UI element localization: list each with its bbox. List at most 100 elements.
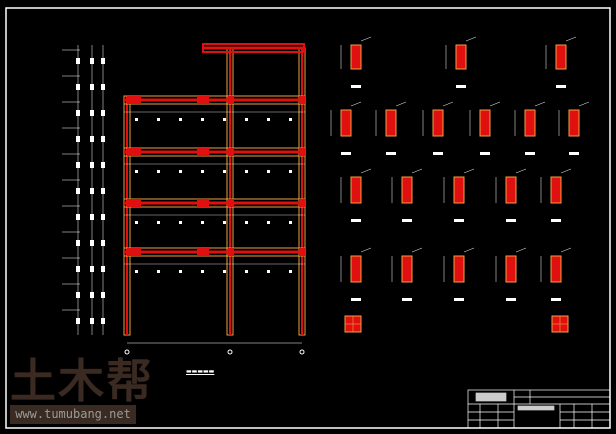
axis-mark: [90, 318, 94, 324]
tag: [157, 170, 160, 173]
beam-joint: [127, 199, 141, 207]
frame-elevation: [123, 43, 306, 355]
axis-mark: [101, 162, 105, 168]
axis-mark: [90, 58, 94, 64]
tag: [179, 118, 182, 121]
section-label: [351, 298, 361, 301]
axis-mark: [101, 136, 105, 142]
leader: [395, 101, 407, 107]
tag: [201, 270, 204, 273]
section-outline: [550, 255, 562, 283]
section-outline: [550, 176, 562, 204]
tag: [201, 118, 204, 121]
tag: [179, 221, 182, 224]
section-outline: [432, 109, 444, 137]
tag: [135, 170, 138, 173]
section-label: [556, 85, 566, 88]
tag: [157, 270, 160, 273]
section-label: [454, 298, 464, 301]
beam-sections: [330, 36, 590, 333]
axis-mark: [101, 240, 105, 246]
tag: [245, 270, 248, 273]
leader: [463, 168, 475, 174]
section-label: [551, 298, 561, 301]
tag: [223, 118, 226, 121]
axis-mark: [101, 266, 105, 272]
tag: [245, 118, 248, 121]
tag: [267, 221, 270, 224]
section-outline: [453, 176, 465, 204]
section-outline: [455, 44, 467, 70]
tag: [223, 170, 226, 173]
leader: [360, 36, 372, 42]
tag: [289, 221, 292, 224]
leader: [565, 36, 577, 42]
axis-mark: [76, 318, 80, 324]
beam-joint: [299, 199, 305, 207]
leader: [578, 101, 590, 107]
section-outline: [453, 255, 465, 283]
section-outline: [385, 109, 397, 137]
section-outline: [401, 255, 413, 283]
section-outline: [479, 109, 491, 137]
axis-mark: [90, 292, 94, 298]
section-label: [386, 152, 396, 155]
beam-joint: [299, 96, 305, 104]
beam-joint: [197, 148, 209, 156]
tag: [135, 221, 138, 224]
axis-mark: [101, 214, 105, 220]
section-label: [569, 152, 579, 155]
beam-joint: [299, 148, 305, 156]
section-outline: [350, 44, 362, 70]
beam-joint: [197, 96, 209, 104]
section-label: [341, 152, 351, 155]
axis-mark: [76, 58, 80, 64]
leader: [411, 168, 423, 174]
axis-bubble: [124, 349, 130, 355]
tag: [289, 118, 292, 121]
axis-mark: [90, 240, 94, 246]
axis-mark: [76, 214, 80, 220]
axis-mark: [76, 292, 80, 298]
tag: [289, 170, 292, 173]
tag: [201, 221, 204, 224]
axis-mark: [76, 110, 80, 116]
tag: [223, 221, 226, 224]
section-outline: [350, 176, 362, 204]
axis-mark: [90, 84, 94, 90]
section-label: [454, 219, 464, 222]
axis-mark: [101, 84, 105, 90]
leader: [515, 247, 527, 253]
tag: [289, 270, 292, 273]
section-outline: [505, 176, 517, 204]
section-label: [402, 219, 412, 222]
watermark-url: www.tumubang.net: [10, 405, 136, 424]
tag: [223, 270, 226, 273]
leader: [411, 247, 423, 253]
axis-mark: [90, 188, 94, 194]
section-label: [351, 219, 361, 222]
axis-mark: [101, 292, 105, 298]
tag: [267, 170, 270, 173]
beam-joint: [228, 148, 234, 156]
axis-mark: [90, 136, 94, 142]
axis-mark: [101, 188, 105, 194]
tag: [267, 118, 270, 121]
axis-bubble: [227, 349, 233, 355]
tag: [135, 270, 138, 273]
title-block: [467, 389, 611, 429]
axis-mark: [76, 188, 80, 194]
section-outline: [401, 176, 413, 204]
leader: [360, 247, 372, 253]
section-label: [433, 152, 443, 155]
axis-mark: [101, 318, 105, 324]
section-label: [402, 298, 412, 301]
section-label: [506, 219, 516, 222]
section-outline: [568, 109, 580, 137]
section-label: [456, 85, 466, 88]
tag: [179, 270, 182, 273]
tag: [179, 170, 182, 173]
tag: [267, 270, 270, 273]
section-outline: [555, 44, 567, 70]
